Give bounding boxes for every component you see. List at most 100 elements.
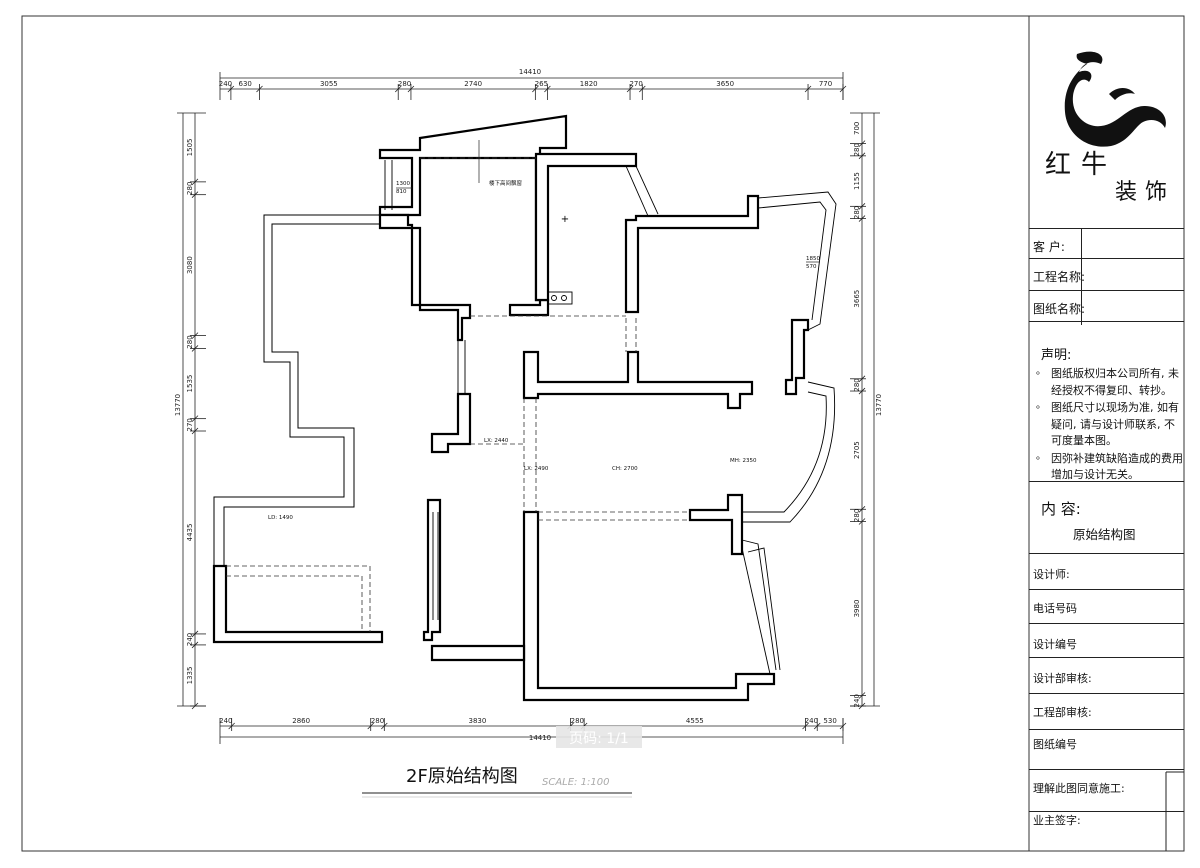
dim-segment-label: 280 — [853, 509, 861, 522]
label-810: 810 — [396, 189, 407, 195]
dim-segment-label: 1505 — [186, 139, 194, 157]
bull-horn-logo-icon — [1064, 51, 1166, 147]
engineering-review-field: 工程部审核: — [1029, 693, 1184, 730]
dim-segment-label: 700 — [853, 122, 861, 135]
content-value: 原始结构图 — [1073, 527, 1136, 542]
dim-tick-slash — [191, 427, 199, 435]
dim-tick-slash — [858, 203, 866, 210]
dim-segment-label: 3980 — [853, 600, 861, 618]
kitchen-stove-fixture — [547, 291, 573, 305]
dim-tick-slash — [804, 85, 812, 93]
design-number-field: 设计编号 — [1029, 623, 1184, 658]
drawing-name-label: 图纸名称: — [1033, 302, 1086, 316]
wall-stub-left — [430, 392, 472, 454]
windows — [384, 160, 837, 675]
label-1850: 1850 — [806, 256, 820, 262]
declaration-list: 图纸版权归本公司所有, 未经授权不得复印、转抄。 图纸尺寸以现场为准, 如有疑问… — [1036, 364, 1184, 485]
dim-segment-label: 240 — [853, 694, 861, 707]
declaration-block: 声明: 图纸版权归本公司所有, 未经授权不得复印、转抄。 图纸尺寸以现场为准, … — [1029, 321, 1184, 482]
dim-segment-label: 3080 — [186, 256, 194, 274]
wall-kitchen-core — [534, 152, 638, 302]
right-dim-total: 13770 — [875, 394, 883, 416]
dim-segment-label: 4555 — [686, 717, 704, 725]
brand-block: 红牛 装饰 — [1029, 16, 1184, 228]
brand-name-line1: 红牛 — [1045, 150, 1118, 180]
dim-tick-slash — [191, 345, 199, 352]
drawing-title: 2F原始结构图 — [406, 766, 518, 787]
dim-segment-label: 3055 — [320, 80, 338, 88]
label-1300: 1300 — [396, 181, 410, 187]
wall-master-bedroom — [522, 510, 776, 702]
dim-segment-label: 1820 — [580, 80, 598, 88]
declaration-item: 因弥补建筑缺陷造成的费用增加与设计无关。 — [1036, 449, 1184, 484]
dim-segment-label: 240 — [219, 80, 232, 88]
dim-segment-label: 3665 — [853, 290, 861, 308]
dim-segment-label: 270 — [186, 418, 194, 431]
dim-segment-label: 1535 — [186, 375, 194, 393]
wall-lower-left-stub — [422, 498, 442, 642]
top-dimensions — [219, 72, 847, 100]
dim-tick-slash — [858, 692, 866, 699]
dim-tick-slash — [191, 415, 199, 422]
brand-name-line2: 装饰 — [1115, 180, 1176, 205]
dashed-lines — [226, 157, 690, 632]
client-label: 客 户: — [1033, 240, 1065, 254]
page-watermark-box — [556, 726, 642, 748]
title-block: 红牛 装饰 客 户: 工程名称: 图纸名称: 声明: 图纸版权归本公司所有, 未… — [1029, 16, 1184, 851]
outer-frame — [21, 15, 1185, 852]
approval-field: 理解此图同意施工: — [1029, 769, 1184, 812]
dim-tick-slash — [532, 85, 539, 93]
dim-segment-label: 240 — [219, 717, 232, 725]
client-field: 客 户: — [1029, 228, 1184, 263]
dim-segment-label: 2860 — [292, 717, 310, 725]
content-block: 内 容: 原始结构图 — [1029, 481, 1184, 554]
top-dim-total: 14410 — [519, 68, 541, 76]
content-title: 内 容: — [1041, 500, 1081, 518]
dim-tick-slash — [858, 152, 866, 160]
dim-segment-label: 1335 — [186, 667, 194, 685]
wall-north-bedroom — [378, 213, 472, 342]
dim-tick-slash — [256, 85, 263, 93]
dim-tick-slash — [191, 178, 199, 186]
wall-corridor-top — [522, 350, 754, 410]
dim-tick-slash — [839, 722, 847, 730]
drawing-name-field: 图纸名称: — [1029, 290, 1184, 325]
wall-upper-right — [624, 194, 760, 314]
balcony-outline-left — [213, 214, 380, 566]
dim-tick-slash — [381, 722, 388, 730]
dim-segment-label: 1155 — [853, 172, 861, 190]
declaration-item: 图纸尺寸以现场为准, 如有疑问, 请与设计师联系, 不可度量本图。 — [1036, 398, 1184, 450]
right-dimensions — [850, 112, 880, 710]
project-name-value — [1081, 259, 1185, 293]
dim-segment-label: 530 — [823, 717, 836, 725]
dim-segment-label: 280 — [371, 717, 384, 725]
project-name-field: 工程名称: — [1029, 258, 1184, 293]
drawing-scale: SCALE: 1:100 — [542, 777, 609, 788]
dim-segment-label: 2705 — [853, 441, 861, 459]
phone-label: 电话号码 — [1033, 602, 1077, 615]
dim-tick-slash — [191, 702, 199, 710]
dim-segment-label: 280 — [853, 378, 861, 391]
wall-left-bottom-room — [212, 564, 384, 644]
dim-segment-label: 280 — [571, 717, 584, 725]
phone-field: 电话号码 — [1029, 589, 1184, 624]
dim-segment-label: 630 — [239, 80, 252, 88]
label-ch-2700: CH: 2700 — [612, 466, 638, 472]
dim-tick-slash — [407, 85, 415, 93]
project-name-label: 工程名称: — [1033, 270, 1086, 284]
dim-segment-label: 280 — [853, 206, 861, 219]
left-dim-total: 13770 — [174, 394, 182, 416]
declaration-item: 图纸版权归本公司所有, 未经授权不得复印、转抄。 — [1036, 364, 1184, 399]
dim-tick-slash — [858, 140, 866, 147]
dim-tick-slash — [227, 85, 235, 93]
label-lx-2440: LX: 2440 — [484, 438, 509, 444]
annotation-leaders — [396, 140, 820, 263]
dim-segment-label: 240 — [805, 717, 818, 725]
dim-segment-label: 280 — [853, 143, 861, 156]
design-number-label: 设计编号 — [1033, 638, 1077, 651]
drawing-number-field: 图纸编号 — [1029, 729, 1184, 770]
client-value — [1081, 229, 1185, 263]
